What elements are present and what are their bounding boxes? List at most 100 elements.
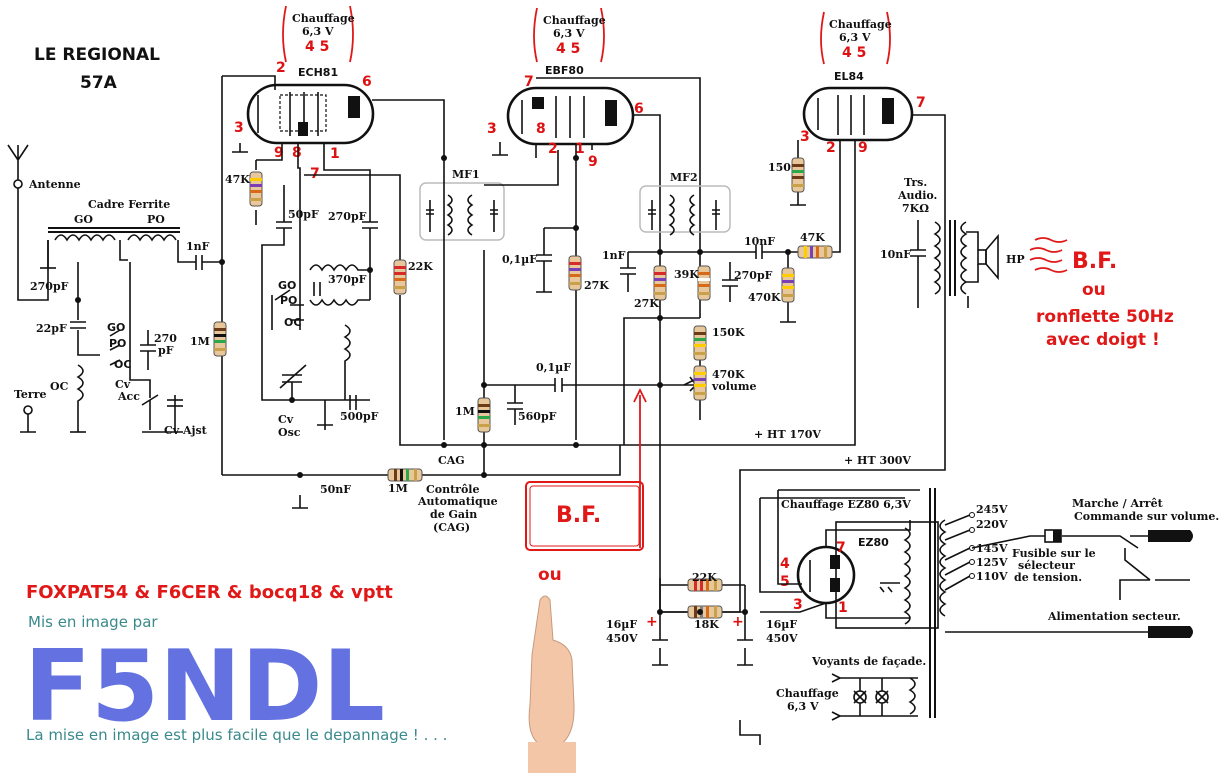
c-270pf-label: 270pF: [30, 280, 69, 293]
go-switch-label: GO: [107, 321, 125, 334]
heater-callout-ech81: Chauffage 6,3 V 4 5: [282, 5, 355, 63]
ht170-label: + HT 170V: [754, 428, 821, 441]
polarity-plus: +: [646, 614, 658, 630]
v-450-label: 450V: [606, 632, 638, 645]
oc-osc-label: OC: [284, 316, 301, 329]
cv-label: Cv: [115, 378, 131, 391]
pin-number: 9: [588, 154, 598, 170]
r-1m-c-label: 1M: [388, 482, 408, 495]
c-22pf-label: 22pF: [36, 322, 67, 335]
trs-label-2: Audio.: [897, 189, 937, 202]
ou-label-right: ou: [1082, 280, 1106, 300]
cag-label: CAG: [438, 454, 465, 467]
oc-switch-label: OC: [114, 358, 131, 371]
cag-desc-1: Contrôle: [426, 483, 479, 496]
r-22k-label: 22K: [408, 260, 433, 273]
heater-pins: 4 5: [842, 45, 866, 61]
c-10nf-b-label: 10nF: [880, 248, 911, 261]
pin-number: 2: [548, 141, 558, 157]
cag-desc-4: (CAG): [433, 521, 470, 534]
pin-number: 7: [916, 95, 926, 111]
r-47k-label: 47K: [225, 173, 250, 186]
slogan-text: La mise en image est plus facile que le …: [26, 726, 447, 744]
r-1m-b-label: 1M: [455, 405, 475, 418]
title-line2: 57A: [80, 73, 118, 93]
fusible-3: de tension.: [1014, 571, 1082, 584]
heater-callout-el84: Chauffage 6,3 V 4 5: [820, 11, 892, 65]
heater-voltage: 6,3 V: [553, 27, 585, 40]
c-560pf-label: 560pF: [518, 410, 557, 423]
c-0-1uf-b-label: 0,1µF: [536, 361, 571, 374]
c-1nf-label: 1nF: [186, 240, 210, 253]
tension-110: 110V: [976, 570, 1008, 583]
heater-voltage: 6,3 V: [302, 25, 334, 38]
r-150-label: 150: [768, 161, 791, 174]
pin-number: 1: [838, 600, 848, 616]
voyants-label: Voyants de façade.: [811, 655, 926, 668]
r-27k-b-label: 27K: [634, 297, 659, 310]
logo-f5ndl: F5NDL: [24, 630, 385, 744]
go-osc-label: GO: [278, 279, 296, 292]
junctions: [75, 155, 791, 615]
r-1m-label: 1M: [190, 335, 210, 348]
r-470k-label: 470K: [748, 291, 781, 304]
pin-number: 9: [274, 145, 284, 161]
c-10nf-label: 10nF: [744, 235, 775, 248]
po-label: PO: [147, 213, 165, 226]
pin-number: 1: [330, 146, 340, 162]
acc-label: Acc: [117, 390, 140, 403]
osc-label: Osc: [278, 426, 301, 439]
c-370pf-label: 370pF: [328, 273, 367, 286]
terre-label: Terre: [14, 388, 47, 401]
tube-ez80: EZ80: [796, 521, 939, 629]
r-22k-b-label: 22K: [692, 571, 717, 584]
r-470k-vol-label: 470K: [712, 368, 745, 381]
ht300-label: + HT 300V: [844, 454, 911, 467]
tube-name: EL84: [834, 70, 864, 83]
cadre-label: Cadre Ferrite: [88, 198, 170, 211]
heater-label: Chauffage: [292, 12, 355, 25]
r-47k-b-label: 47K: [800, 231, 825, 244]
pin-number: 7: [524, 74, 534, 90]
tube-name: ECH81: [298, 66, 338, 79]
bf-label-right: B.F.: [1072, 249, 1117, 274]
pin-number: 6: [634, 101, 644, 117]
bf-label-box: B.F.: [556, 503, 601, 528]
c-50pf-label: 50pF: [288, 208, 319, 221]
tension-245: 245V: [976, 503, 1008, 516]
polarity-plus: +: [732, 614, 744, 630]
heater-callout-ebf80: Chauffage 6,3 V 4 5: [533, 7, 606, 63]
tube-ech81: ECH81: [246, 66, 375, 145]
pin-number: 5: [780, 574, 790, 590]
c-50nf-label: 50nF: [320, 483, 351, 496]
cag-desc-2: Automatique: [417, 495, 498, 508]
heater-pins: 4 5: [305, 39, 329, 55]
heater-label: Chauffage: [829, 18, 892, 31]
pin-number: 7: [310, 166, 320, 182]
pin-number: 4: [780, 556, 790, 572]
heater-pins: 4 5: [556, 41, 580, 57]
r-18k-label: 18K: [694, 618, 719, 631]
fusible-2: sélecteur: [1018, 559, 1075, 572]
c-0-1uf-label: 0,1µF: [502, 253, 537, 266]
v-450-b-label: 450V: [766, 632, 798, 645]
c-16uf-b-label: 16µF: [766, 618, 797, 631]
cv-ajst-label: Cv Ajst: [164, 424, 208, 437]
c-1nf-b-label: 1nF: [602, 249, 626, 262]
trs-label-1: Trs.: [904, 176, 927, 189]
oc-label: OC: [50, 380, 69, 393]
pin-number: 2: [826, 140, 836, 156]
chauffage-bas-1: Chauffage: [776, 687, 839, 700]
trs-label-3: 7KΩ: [902, 202, 929, 215]
pin-number: 3: [487, 121, 497, 137]
credits-text: FOXPAT54 & F6CER & bocq18 & vptt: [26, 582, 393, 603]
r-27k-label: 27K: [584, 279, 609, 292]
r-150k-label: 150K: [712, 326, 745, 339]
tube-name: EZ80: [858, 536, 889, 549]
resistors: [213, 157, 833, 619]
labels: Antenne Cadre Ferrite GO PO 1nF 270pF 22…: [14, 161, 1219, 713]
title-line1: LE REGIONAL: [34, 45, 160, 65]
pin-number: 3: [800, 129, 810, 145]
r-39k-label: 39K: [674, 268, 699, 281]
po-osc-label: PO: [280, 294, 297, 307]
